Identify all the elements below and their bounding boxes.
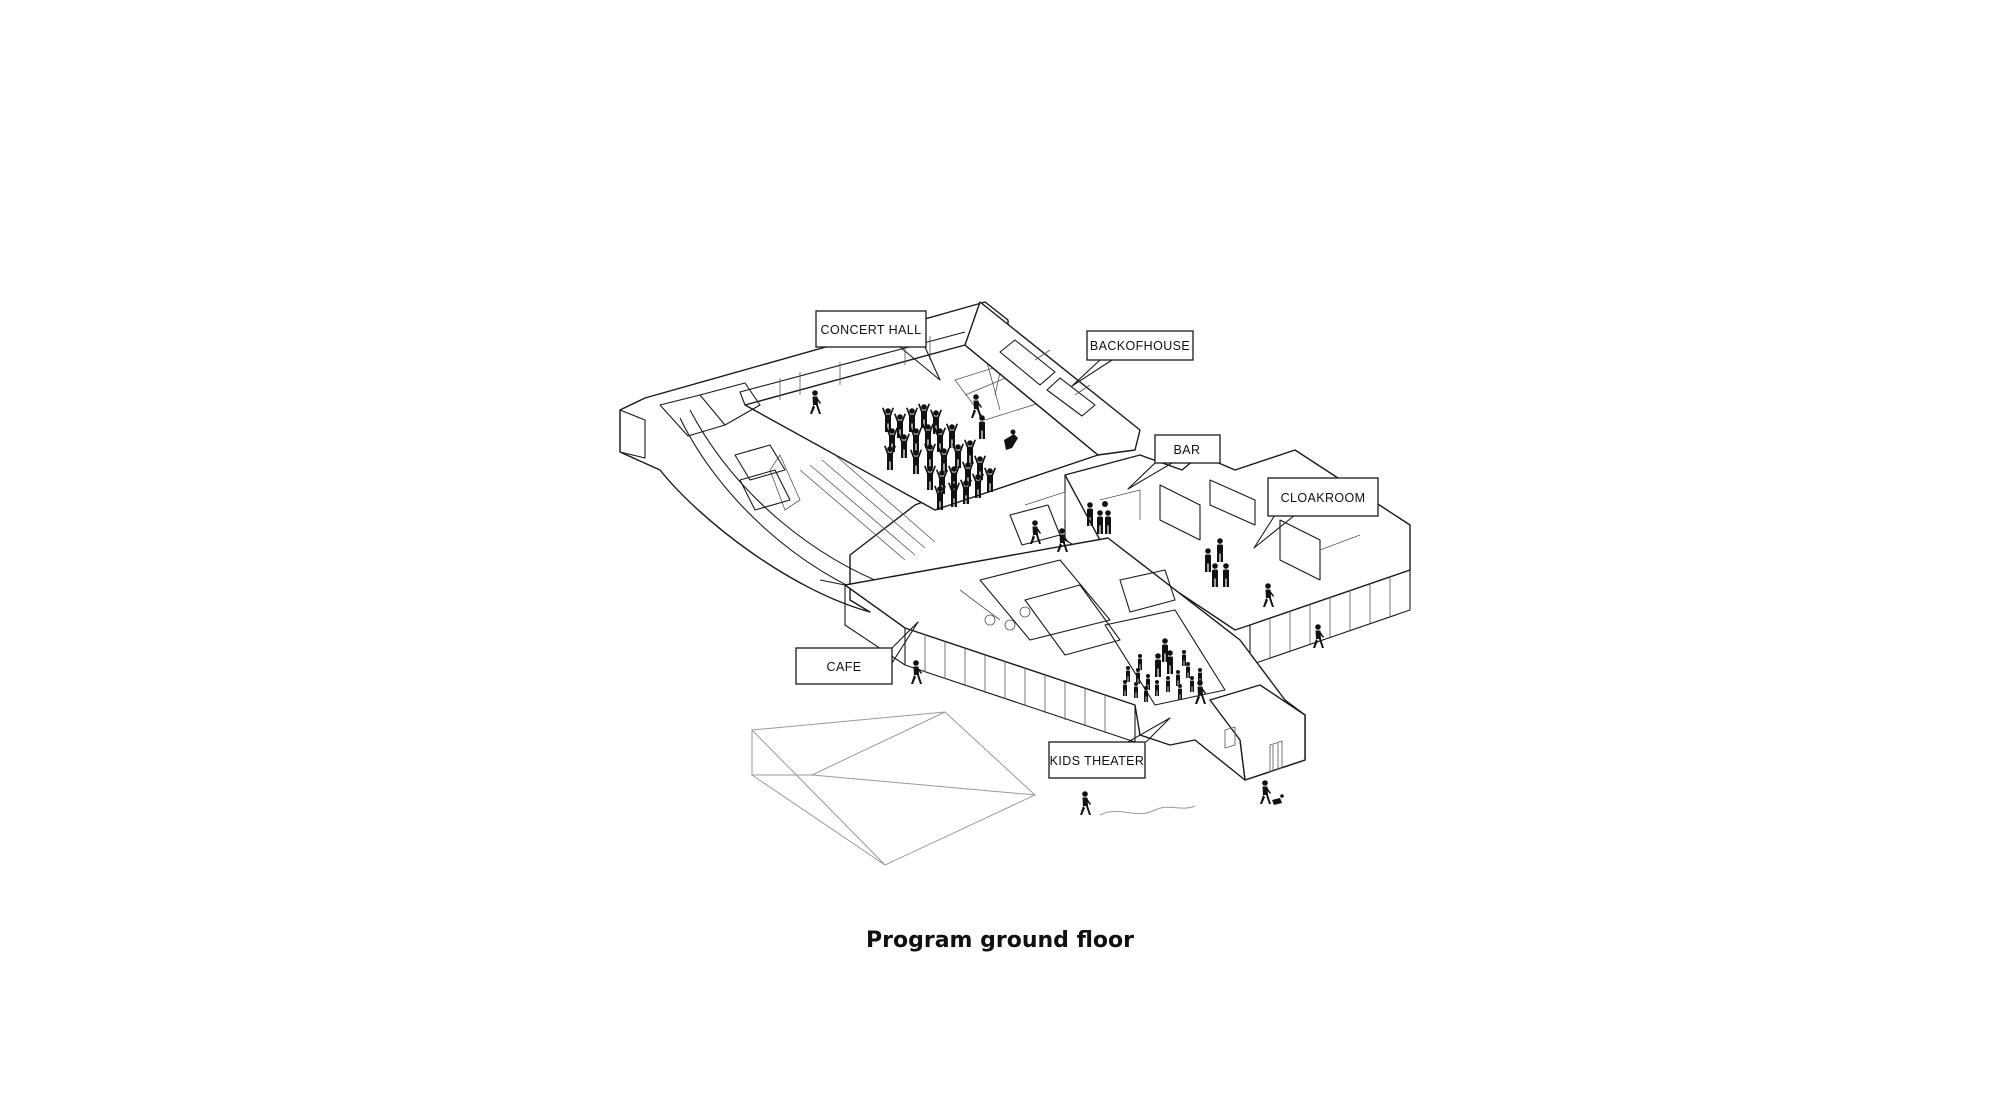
label-concert-hall-text: CONCERT HALL <box>821 323 922 337</box>
label-bar: BAR <box>1127 434 1221 490</box>
label-cafe: CAFE <box>795 621 919 685</box>
label-concert-hall: CONCERT HALL <box>815 310 941 381</box>
label-bar-text: BAR <box>1174 443 1201 457</box>
label-backofhouse: BACKOFHOUSE <box>1071 330 1194 387</box>
figure-caption: Program ground floor <box>866 928 1134 953</box>
label-backofhouse-text: BACKOFHOUSE <box>1090 339 1190 353</box>
performers <box>971 394 1018 450</box>
people-circulation <box>810 390 1324 815</box>
label-kids-theater-text: KIDS THEATER <box>1050 754 1145 768</box>
cafe-theater-block <box>819 537 1306 781</box>
outbuilding <box>750 711 1196 866</box>
label-cloakroom: CLOAKROOM <box>1253 477 1379 549</box>
label-cafe-text: CAFE <box>827 660 862 674</box>
label-kids-theater: KIDS THEATER <box>1048 717 1171 779</box>
label-cloakroom-text: CLOAKROOM <box>1281 491 1366 505</box>
